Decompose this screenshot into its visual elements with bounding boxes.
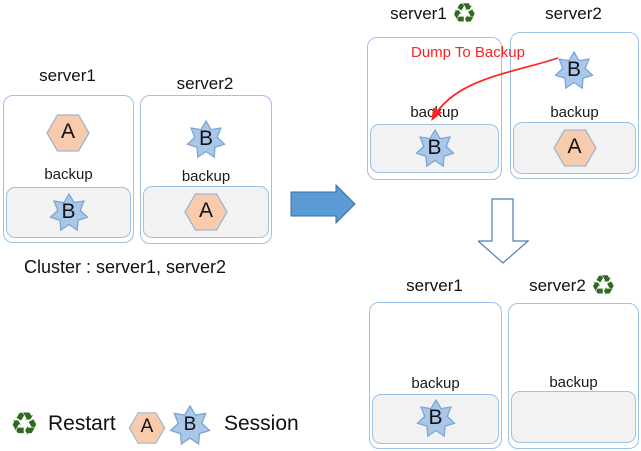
initial-server1-title: server1 (3, 64, 132, 88)
backup-label: backup (549, 374, 598, 391)
session-b-star: B (554, 51, 594, 91)
final-server2-backup-area (511, 391, 636, 443)
cluster-caption: Cluster : server1, server2 (24, 257, 227, 277)
session-letter: B (427, 135, 442, 159)
star-glyph (415, 399, 456, 438)
backup-label: backup (410, 104, 459, 121)
initial-server1-box: A backup B (3, 95, 134, 243)
session-b-star: B (415, 399, 456, 439)
legend-restart-label: Restart (48, 412, 116, 435)
initial-server2-title: server2 (140, 72, 270, 96)
backup-label: backup (550, 104, 599, 121)
restart-recycle-icon: ♻ (451, 0, 477, 30)
session-a-hexagon: A (46, 114, 90, 152)
session-letter: B (428, 406, 443, 429)
session-letter: B (198, 127, 213, 150)
restart-recycle-icon: ♻ (10, 405, 39, 443)
dump-to-backup-label: Dump To Backup (411, 44, 525, 61)
legend-session-label: Session (224, 412, 299, 435)
session-a-hexagon: A (552, 129, 597, 167)
dump-server1-backup-area: B (370, 124, 499, 173)
star-glyph (414, 128, 455, 167)
final-server1-backup-area: B (372, 394, 499, 444)
server-title-text: server2 (529, 276, 586, 295)
initial-server2-box: B backup A (140, 95, 272, 244)
session-letter: B (61, 199, 76, 223)
hexagon-glyph (128, 412, 166, 444)
session-letter: A (60, 120, 75, 143)
legend-session-a-hexagon: A (127, 412, 167, 444)
session-letter: A (567, 135, 582, 158)
star-glyph (48, 192, 89, 231)
dump-server2-backup-area: A (513, 122, 636, 174)
legend-session-b-star: B (169, 405, 211, 447)
star-glyph (554, 51, 594, 90)
server-title-text: server1 (406, 276, 463, 295)
transition-arrow-down-icon (478, 198, 530, 264)
backup-label: backup (44, 166, 93, 183)
session-b-star: B (48, 192, 89, 233)
dump-server1-title: server1 ♻ (367, 0, 500, 30)
final-server2-title: server2 ♻ (508, 269, 637, 302)
server-title-text: server1 (39, 66, 96, 85)
transition-arrow-right-icon (290, 183, 356, 225)
session-b-star: B (186, 120, 226, 160)
backup-label: backup (411, 375, 460, 392)
initial-server2-backup-area: A (143, 186, 269, 238)
final-server1-title: server1 (369, 274, 500, 298)
hexagon-glyph (552, 129, 597, 167)
restart-recycle-icon: ♻ (590, 269, 616, 302)
dump-server2-title: server2 (510, 2, 637, 26)
session-a-hexagon: A (184, 193, 228, 231)
star-glyph (169, 405, 211, 446)
initial-server1-backup-area: B (6, 187, 131, 238)
backup-label: backup (181, 168, 231, 185)
server-title-text: server2 (545, 4, 602, 23)
hexagon-glyph (46, 114, 90, 152)
session-letter: A (140, 416, 154, 437)
server-title-text: server1 (390, 4, 447, 23)
final-server2-box: backup (508, 303, 639, 449)
session-b-star: B (414, 128, 455, 169)
session-letter: A (198, 199, 213, 222)
final-server1-box: backup B (369, 302, 502, 449)
dump-server2-box: B backup A (510, 32, 639, 179)
server-title-text: server2 (176, 74, 234, 93)
hexagon-glyph (184, 193, 228, 231)
session-letter: B (566, 58, 581, 81)
star-glyph (186, 120, 226, 159)
session-letter: B (183, 414, 197, 435)
